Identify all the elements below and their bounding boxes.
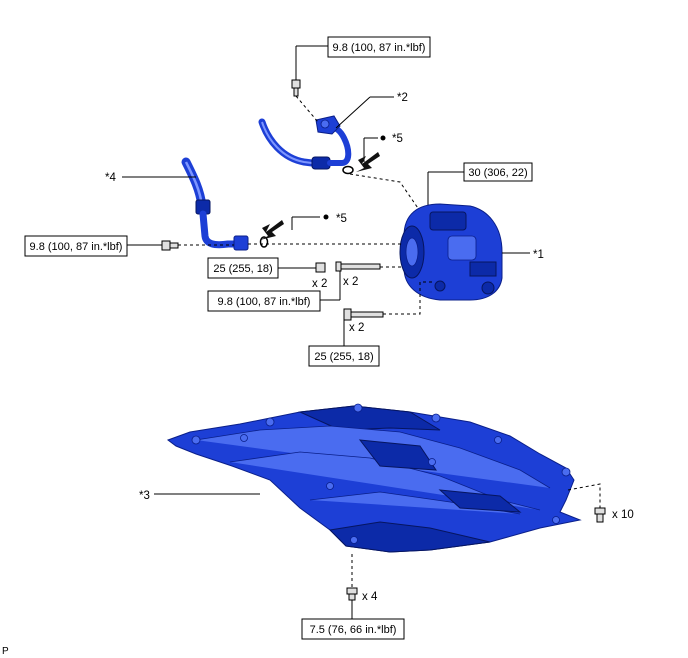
- o-ring-icon: [342, 165, 354, 175]
- quantity-label: x 2: [349, 322, 364, 334]
- quantity-label: x 2: [343, 276, 358, 288]
- torque-value: 9.8 (100, 87 in.*lbf): [218, 296, 311, 308]
- torque-spec-box: 25 (255, 18): [207, 257, 279, 279]
- compressor-icon: 30 (306, 22): [399, 162, 533, 301]
- clip-icon: [594, 507, 606, 523]
- o-ring-marker-icon: [323, 214, 329, 220]
- callout-label: *2: [397, 92, 408, 104]
- torque-spec-box: 9.8 (100, 87 in.*lbf): [327, 36, 431, 58]
- bolt-icon: [346, 587, 358, 601]
- figure-corner-mark: P: [2, 646, 9, 657]
- quantity-label: x 4: [362, 591, 378, 603]
- bolt-icon: [343, 308, 384, 321]
- callout-label: *4: [105, 172, 116, 184]
- quantity-label: x 2: [312, 278, 327, 290]
- o-ring-icon: [259, 236, 269, 248]
- bolt-icon: [161, 240, 179, 251]
- bolt-icon: [291, 79, 301, 97]
- arrow-icon: [260, 220, 284, 240]
- torque-spec-box: 7.5 (76, 66 in.*lbf): [301, 618, 405, 640]
- stud-bolt-icon: [335, 261, 381, 272]
- torque-spec-box: 25 (255, 18): [308, 345, 380, 367]
- nut-icon: [315, 262, 326, 273]
- o-ring-marker-icon: [380, 135, 386, 141]
- arrow-icon: [356, 152, 380, 172]
- quantity-label: x 10: [612, 509, 634, 521]
- torque-value: 25 (255, 18): [314, 351, 373, 363]
- engine-under-cover-icon: [166, 403, 582, 553]
- torque-value: 25 (255, 18): [213, 263, 272, 275]
- callout-label: *3: [139, 490, 150, 502]
- callout-label: *5: [336, 213, 347, 225]
- torque-value: 9.8 (100, 87 in.*lbf): [333, 42, 426, 54]
- suction-hose-assembly: [181, 157, 249, 251]
- discharge-hose-assembly: [258, 115, 352, 170]
- torque-spec-box: 9.8 (100, 87 in.*lbf): [207, 290, 321, 312]
- torque-value: 30 (306, 22): [468, 167, 527, 179]
- torque-value: 7.5 (76, 66 in.*lbf): [310, 624, 397, 636]
- torque-spec-box: 9.8 (100, 87 in.*lbf): [24, 235, 128, 257]
- callout-label: *1: [533, 249, 544, 261]
- torque-value: 9.8 (100, 87 in.*lbf): [30, 241, 123, 253]
- callout-label: *5: [392, 133, 403, 145]
